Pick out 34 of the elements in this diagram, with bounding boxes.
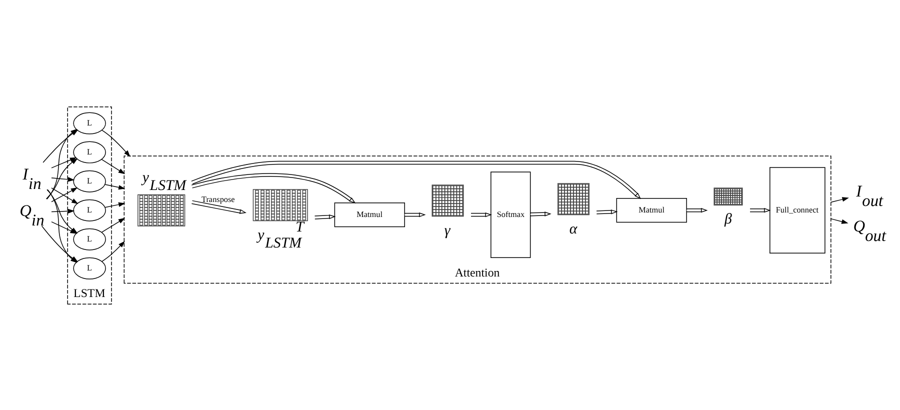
arrow <box>191 200 246 214</box>
arrow <box>830 196 849 202</box>
node-ellipse: L <box>73 256 106 279</box>
node-label: α <box>569 220 578 237</box>
node-ellipse: L <box>73 112 106 134</box>
arrow <box>51 176 75 182</box>
arrow <box>530 211 552 216</box>
arrow <box>102 129 130 156</box>
node-box: Matmul <box>334 202 405 227</box>
arrow <box>101 158 126 174</box>
arrow <box>686 208 708 212</box>
arrow <box>750 208 771 212</box>
node-ellipse: L <box>73 170 106 192</box>
node-label: β <box>724 211 732 228</box>
node-ellipse: L <box>73 198 106 221</box>
node-box: Softmax <box>490 171 531 258</box>
edge-label: Transpose <box>202 194 235 204</box>
arrow <box>470 212 492 217</box>
arrow <box>51 208 75 213</box>
arrow <box>314 214 336 219</box>
arrow <box>102 240 125 262</box>
arrow <box>191 172 356 203</box>
node-ellipse: L <box>73 140 106 163</box>
arrow <box>830 218 848 224</box>
arrow <box>404 212 426 217</box>
node-box: Full_connect <box>770 166 826 253</box>
arrow <box>596 209 618 214</box>
arrow <box>104 202 126 208</box>
node-box: Matmul <box>616 198 687 222</box>
node-ellipse: L <box>73 228 106 250</box>
arrow <box>191 160 642 199</box>
node-label: γ <box>444 222 450 238</box>
arrow <box>104 184 126 190</box>
arrow <box>101 217 126 232</box>
